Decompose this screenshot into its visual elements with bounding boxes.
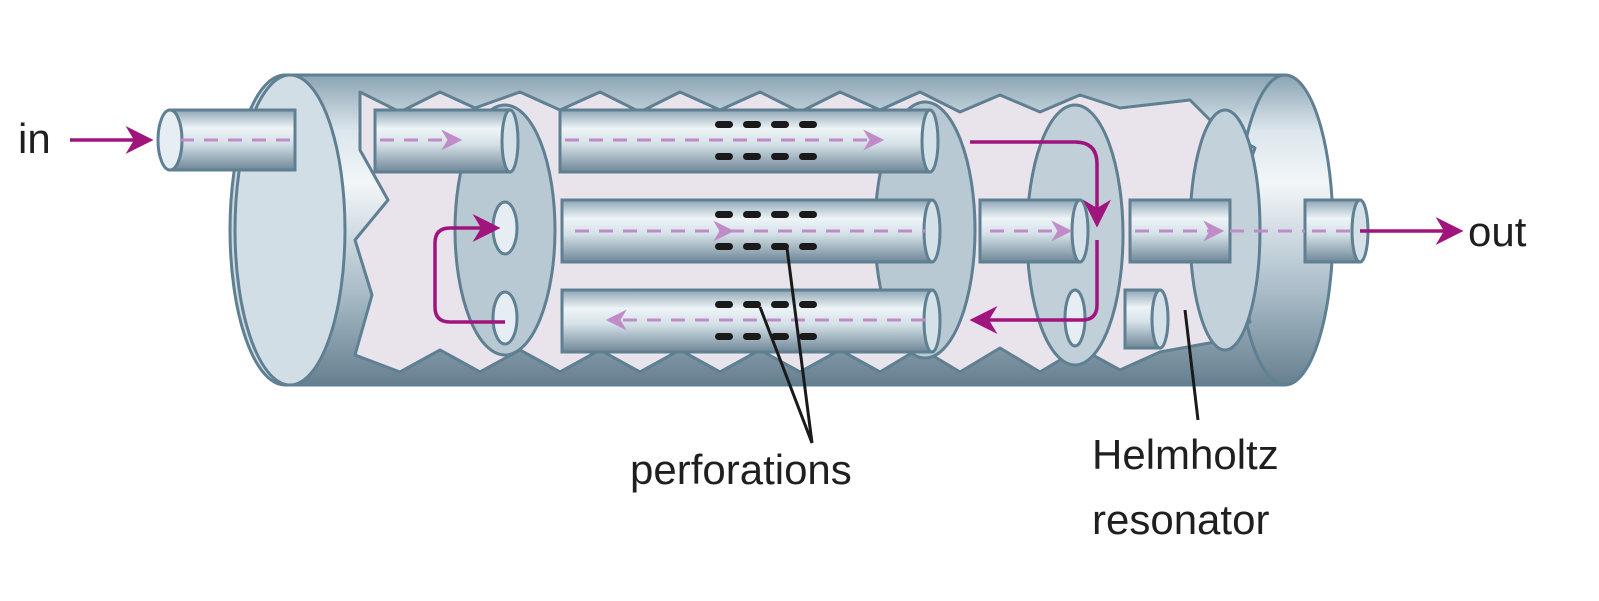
resonator-label-line1: Helmholtz bbox=[1092, 431, 1279, 478]
pipe-top-left bbox=[373, 108, 520, 174]
flow-dashed-lines bbox=[180, 129, 1360, 331]
inlet-label: in bbox=[18, 115, 51, 162]
perforations-label: perforations bbox=[630, 446, 852, 493]
top-right-flow-arrow bbox=[970, 140, 1111, 228]
resonator-label-line2: resonator bbox=[1092, 496, 1269, 543]
pipe-middle bbox=[560, 198, 942, 264]
inlet-pipe bbox=[156, 108, 297, 172]
lower-right-flow-arrow bbox=[969, 240, 1099, 334]
flow-arrows bbox=[70, 126, 1464, 334]
outlet-label: out bbox=[1468, 208, 1527, 255]
perforations-leader-lines bbox=[758, 247, 814, 444]
left-return-flow-arrow bbox=[433, 214, 505, 324]
resonator-neck bbox=[1123, 288, 1170, 350]
resonator-leader-line bbox=[1183, 309, 1200, 421]
perforations-holes bbox=[715, 121, 817, 340]
